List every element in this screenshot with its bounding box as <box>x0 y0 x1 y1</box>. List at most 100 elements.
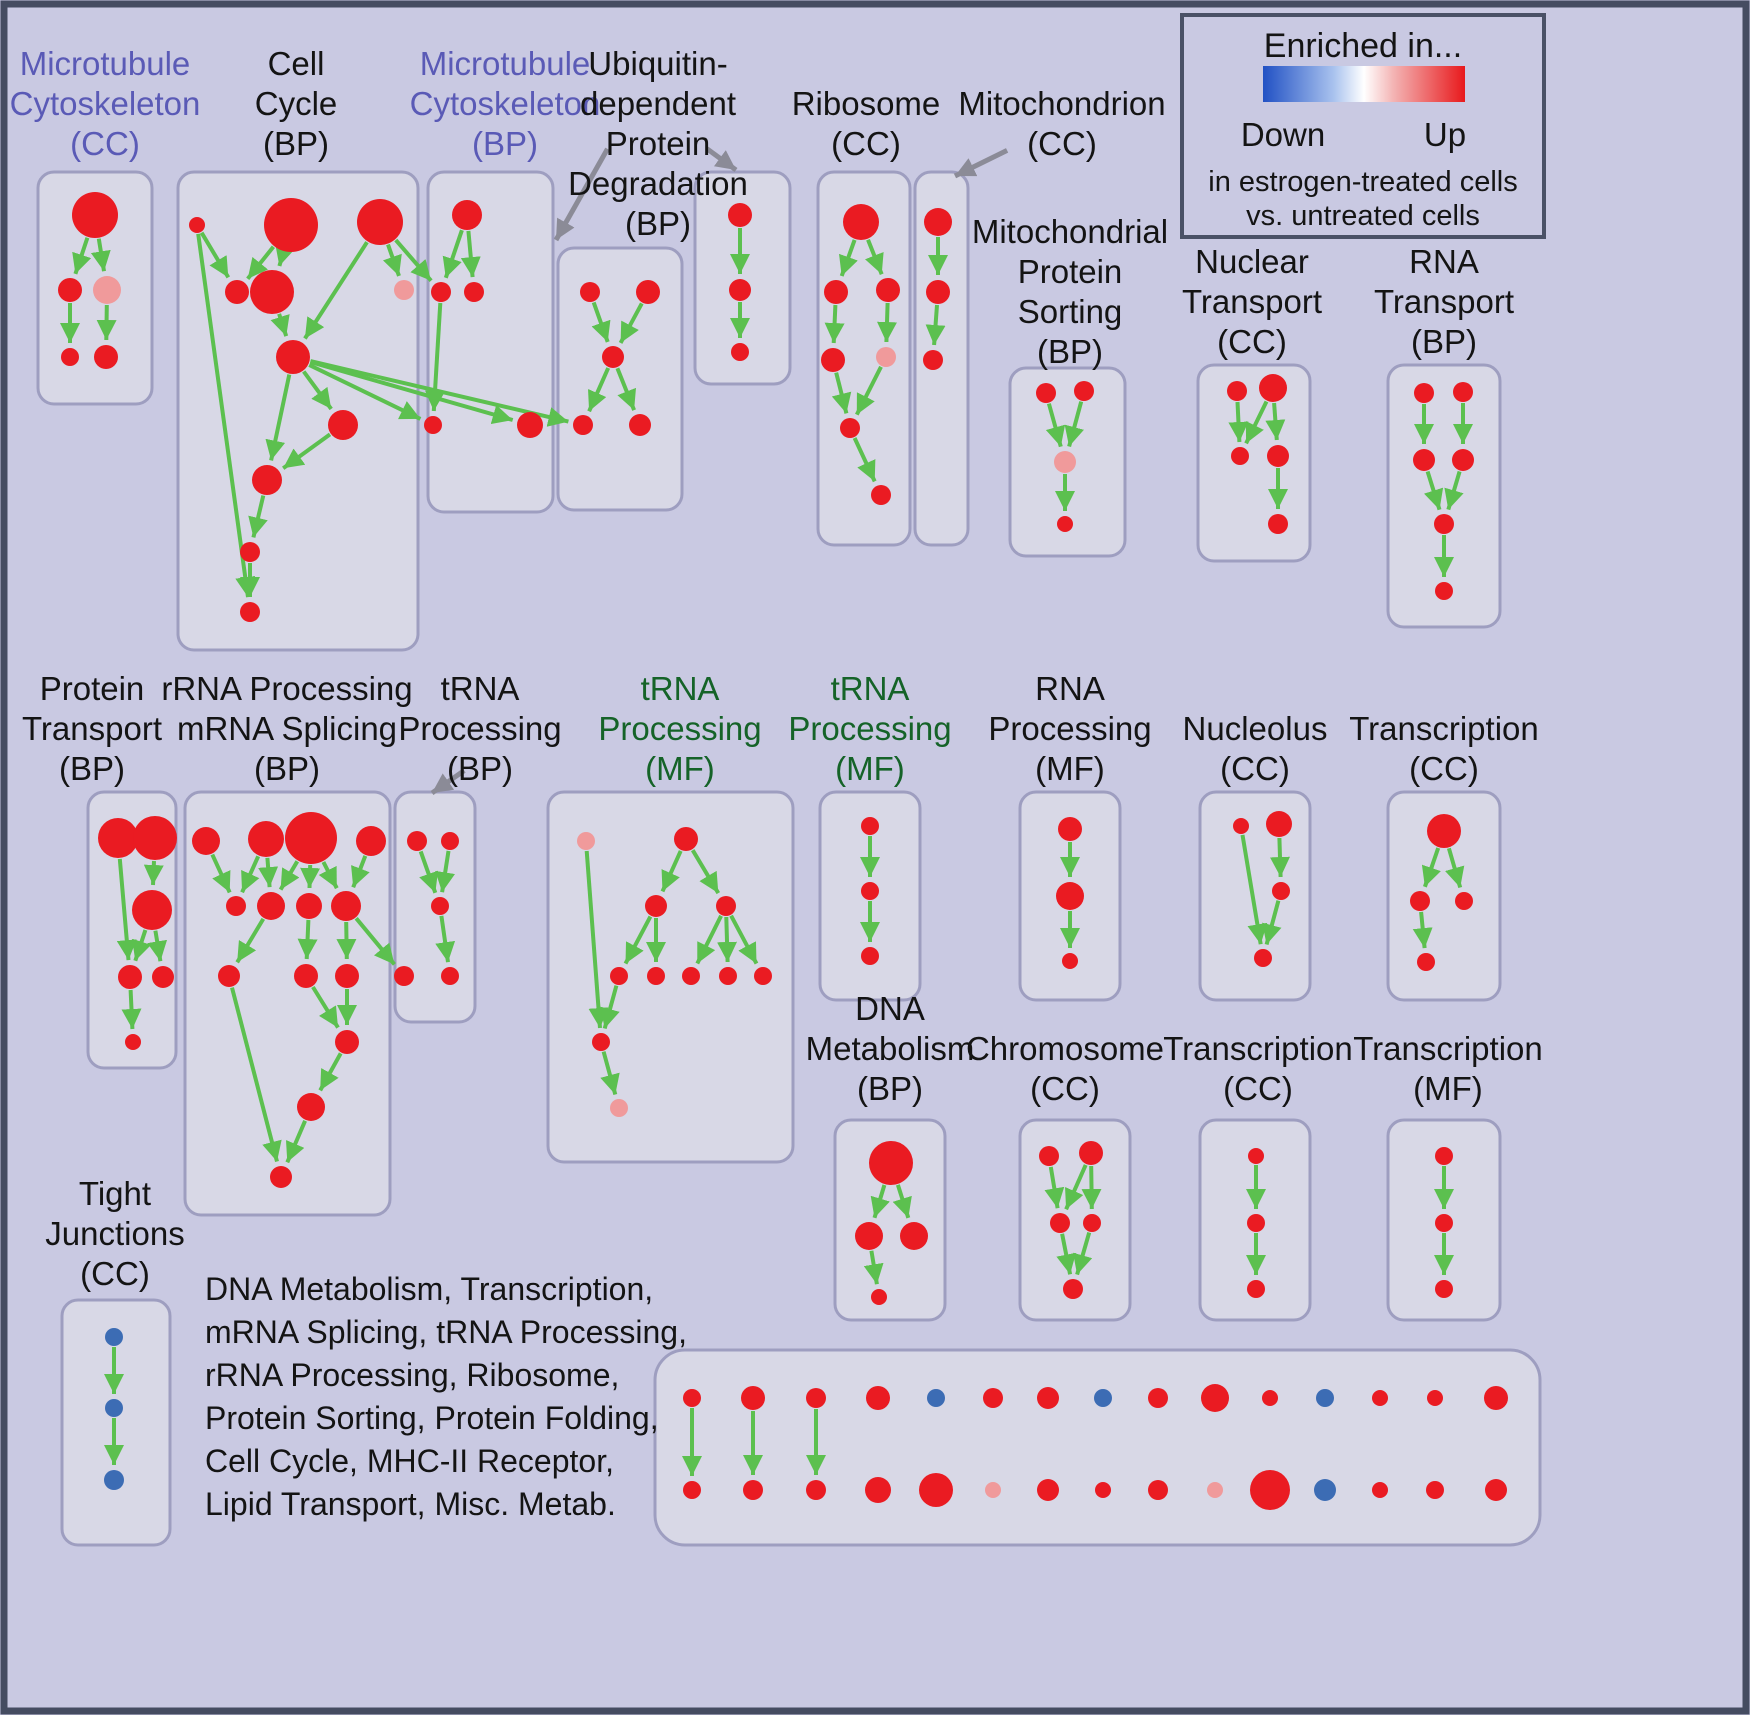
edge-arrow <box>265 374 292 461</box>
go-term-node <box>1247 1214 1265 1232</box>
legend-down-label: Down <box>1241 116 1325 153</box>
go-term-node <box>573 415 593 435</box>
edge-arrow <box>248 495 268 538</box>
edge-arrow <box>1081 1165 1102 1210</box>
go-term-node <box>1207 1482 1223 1498</box>
go-term-node <box>1434 514 1454 534</box>
go-term-node <box>682 967 700 985</box>
go-term-node <box>328 410 358 440</box>
edge-arrow <box>425 302 445 412</box>
go-term-node <box>1063 1279 1083 1299</box>
edge-arrow <box>695 914 723 965</box>
go-term-node <box>1248 1148 1264 1164</box>
edge-arrow <box>336 921 357 960</box>
edge-arrow <box>623 915 653 965</box>
misc-cluster-panel <box>653 1348 1542 1547</box>
go-term-node <box>240 602 260 622</box>
go-term-node <box>1095 1482 1111 1498</box>
edge-arrow <box>258 857 279 888</box>
edge-arrow <box>116 858 137 961</box>
go-term-node <box>248 821 284 857</box>
cluster-box-ubiquitin-degradation-right <box>693 170 792 386</box>
go-term-node <box>1484 1386 1508 1410</box>
edge-arrow <box>1262 900 1282 946</box>
go-term-node <box>926 280 950 304</box>
go-term-node <box>1254 949 1272 967</box>
go-term-node <box>297 1093 325 1121</box>
go-term-node <box>335 964 359 988</box>
edge-arrow <box>1240 834 1268 945</box>
cross-cluster-edge-arrow <box>308 363 422 421</box>
go-term-node <box>118 965 142 989</box>
go-term-node <box>296 893 322 919</box>
edge-arrow <box>717 916 738 963</box>
go-term-node <box>871 485 891 505</box>
go-term-node <box>900 1222 928 1250</box>
go-term-node <box>743 1480 763 1500</box>
go-term-node <box>276 340 310 374</box>
go-term-node <box>431 282 451 302</box>
go-term-node <box>1083 1214 1101 1232</box>
cluster-label-mitochondrion-cc: Mitochondrion(CC) <box>958 85 1165 162</box>
edge-arrow <box>925 304 946 346</box>
cluster-label-transcription-cc-1: Transcription(CC) <box>1349 710 1539 787</box>
go-term-node <box>93 276 121 304</box>
go-term-node <box>257 892 285 920</box>
cluster-label-transcription-cc-2: Transcription(CC) <box>1163 1030 1353 1107</box>
go-term-node <box>1148 1480 1168 1500</box>
cross-cluster-edge-arrow <box>310 359 569 427</box>
go-term-node <box>1268 514 1288 534</box>
go-term-node <box>843 204 879 240</box>
edge-arrow <box>729 914 759 965</box>
go-term-node <box>294 964 318 988</box>
edge-arrow <box>460 230 481 278</box>
cluster-label-transcription-mf: Transcription(MF) <box>1353 1030 1543 1107</box>
edge-arrow <box>863 1250 884 1285</box>
go-term-node <box>1455 892 1473 910</box>
go-term-node <box>226 896 246 916</box>
go-term-node <box>861 947 879 965</box>
edge-arrow <box>584 850 609 1029</box>
go-term-node <box>1054 451 1076 473</box>
edge-arrow <box>351 855 370 889</box>
go-term-node <box>580 282 600 302</box>
go-term-node <box>1427 1390 1443 1406</box>
edges-layer <box>60 146 1473 1476</box>
go-term-node <box>1314 1479 1336 1501</box>
go-term-node <box>441 832 459 850</box>
edge-arrow <box>300 864 321 889</box>
go-term-node <box>517 412 543 438</box>
edge-arrow <box>824 304 845 344</box>
edge-arrow <box>587 367 611 413</box>
go-term-node <box>1372 1390 1388 1406</box>
go-term-node <box>1453 382 1473 402</box>
edge-arrow <box>618 302 644 344</box>
go-term-node <box>98 818 138 858</box>
edge-arrow <box>147 930 168 962</box>
legend-subtitle-line1: in estrogen-treated cells <box>1208 166 1518 198</box>
go-term-node <box>754 967 772 985</box>
go-term-node <box>104 1470 124 1490</box>
go-term-node <box>152 966 174 988</box>
edge-arrow <box>196 233 256 598</box>
go-term-node <box>731 343 749 361</box>
go-term-node <box>452 200 482 230</box>
go-term-node <box>1259 374 1287 402</box>
go-term-node <box>331 891 361 921</box>
go-term-node <box>1410 891 1430 911</box>
go-term-node <box>602 346 624 368</box>
edge-arrow <box>121 989 142 1030</box>
go-term-node <box>424 416 442 434</box>
edge-arrow <box>600 1051 620 1096</box>
go-term-node <box>840 418 860 438</box>
go-term-node <box>1057 516 1073 532</box>
edge-arrow <box>855 365 883 416</box>
go-term-node <box>1267 445 1289 467</box>
legend-subtitle-line2: vs. untreated cells <box>1246 200 1480 232</box>
cluster-box-rrna-processing-mrna-splicing-bp <box>183 790 392 1217</box>
